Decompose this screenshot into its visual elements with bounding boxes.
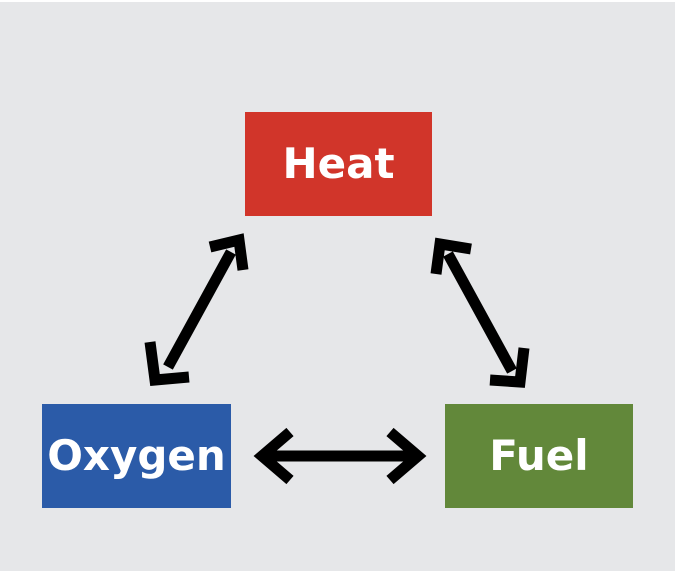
oxygen-label: Oxygen xyxy=(47,431,226,480)
heat-label: Heat xyxy=(282,139,395,188)
oxygen-node: Oxygen xyxy=(42,404,231,508)
fuel-label: Fuel xyxy=(489,431,589,480)
arrow-heat-fuel xyxy=(430,237,530,388)
arrow-oxygen-heat xyxy=(144,233,249,386)
heat-node: Heat xyxy=(245,112,432,216)
arrow-oxygen-fuel xyxy=(253,427,427,485)
fuel-node: Fuel xyxy=(445,404,633,508)
